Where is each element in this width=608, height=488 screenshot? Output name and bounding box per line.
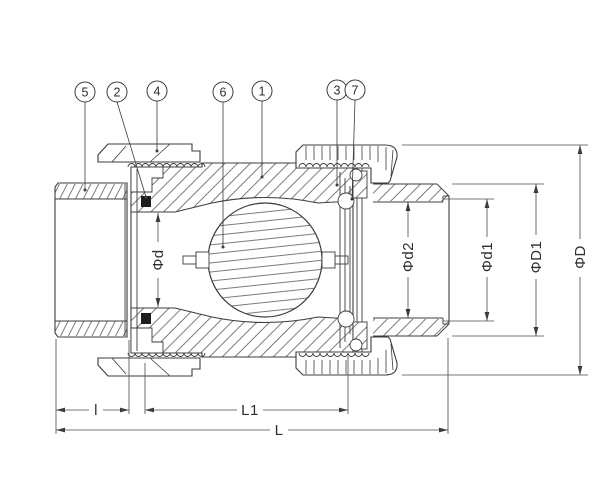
dim-label-d2: Φd2 (400, 242, 417, 272)
ball-guide-pin-right (334, 255, 349, 265)
o-ring-top-outer (349, 168, 363, 182)
left-pipe-thread-hatch-bottom (55, 321, 127, 336)
seal-ring-top (141, 196, 151, 207)
dim-label-pads (89, 235, 588, 437)
left-pipe-thread-hatch-top (55, 184, 127, 199)
callout-1-number: 1 (259, 85, 266, 99)
union-nut-left (97, 143, 201, 377)
dim-label-L1: L1 (241, 402, 259, 419)
right-nut-ribs-top (305, 146, 394, 177)
dim-label-L: L (275, 422, 284, 439)
left-nut-top (97, 143, 201, 163)
callout-3: 3 (326, 79, 348, 101)
right-pipe-wall-hatch-top (373, 184, 449, 201)
left-pipe-outline (54, 182, 128, 338)
o-ring-bottom-outer (349, 338, 363, 352)
o-ring-top (337, 192, 355, 210)
seal-ring-bottom (141, 313, 151, 324)
callout-4: 4 (146, 80, 168, 102)
ball-section (207, 202, 323, 318)
threads-bottom-right (298, 352, 370, 357)
dim-label-d1: Φd1 (479, 242, 496, 272)
right-nut-ribs-bottom (305, 343, 394, 374)
dimension-labels: Φd Φd2 Φd1 ΦD1 ΦD l L1 L (94, 241, 589, 439)
ball-stub-left (195, 251, 210, 269)
dim-label-d: Φd (150, 249, 167, 270)
o-ring-bottom (337, 310, 355, 328)
leader-dots (83, 149, 354, 249)
dimensions (55, 144, 588, 437)
part-callouts: 5 2 4 6 1 3 7 (74, 79, 366, 249)
callout-6: 6 (212, 81, 234, 103)
check-ball (182, 202, 349, 318)
right-socket-pipe (373, 183, 450, 337)
callout-6-number: 6 (220, 86, 227, 100)
callout-5-number: 5 (82, 86, 89, 100)
threads-bottom-left (127, 352, 206, 357)
left-nut-bottom (97, 357, 201, 377)
thread-scallops (127, 163, 370, 357)
leader-lines (84, 99, 356, 247)
threads-top-right (298, 163, 370, 168)
callout-2-number: 2 (114, 86, 121, 100)
threads-top-left (127, 163, 206, 168)
ball-stub-right (321, 251, 336, 269)
dim-arrows (56, 145, 583, 433)
dim-label-D1: ΦD1 (528, 241, 545, 274)
right-pipe-wall-hatch-bottom (373, 319, 449, 336)
callout-3-number: 3 (334, 84, 341, 98)
dim-label-D: ΦD (572, 245, 589, 269)
callout-5: 5 (74, 81, 96, 103)
left-threaded-pipe (54, 182, 128, 338)
callout-2: 2 (106, 81, 128, 103)
ball-guide-pin-left (182, 255, 197, 265)
dim-label-l: l (94, 402, 98, 419)
callout-7: 7 (344, 79, 366, 101)
callout-4-number: 4 (154, 85, 161, 99)
callout-1: 1 (251, 80, 273, 102)
callout-7-number: 7 (352, 84, 359, 98)
